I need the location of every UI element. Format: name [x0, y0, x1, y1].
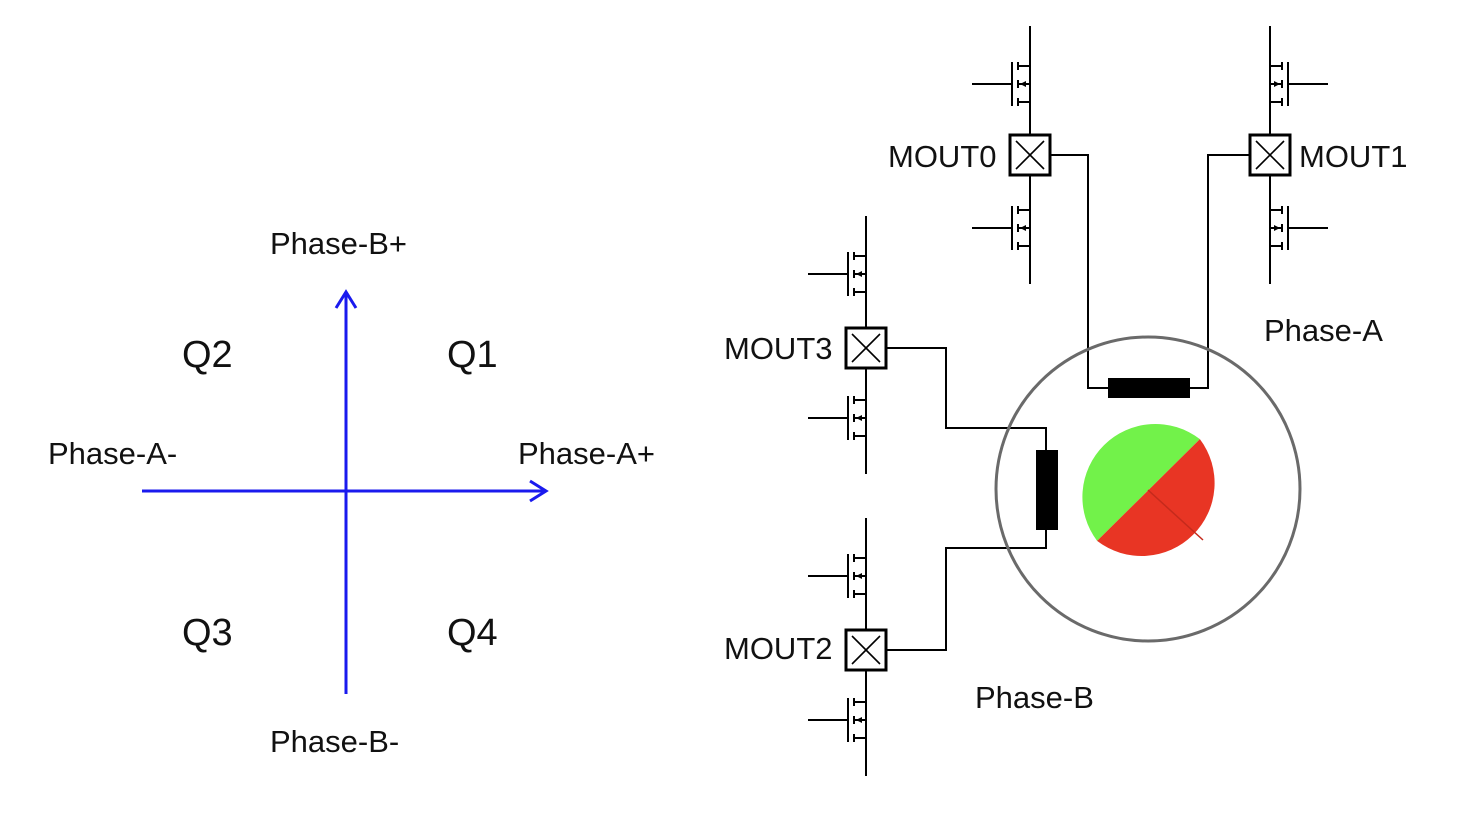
output-label-mout2: MOUT2 — [724, 631, 833, 666]
mout1-leg — [1248, 26, 1328, 284]
mout0-pad — [1008, 133, 1052, 177]
axis-label-b-plus: Phase-B+ — [270, 226, 407, 261]
rotor-north-pole — [1082, 423, 1200, 541]
quadrant-label-q4: Q4 — [447, 612, 498, 654]
mout3-high-side-transistor — [807, 217, 867, 331]
mout2-pad — [844, 628, 888, 672]
phase-a-coil — [1108, 378, 1190, 398]
mout3-leg — [807, 216, 888, 475]
output-label-mout0: MOUT0 — [888, 139, 997, 174]
mout2-high-side-transistor — [807, 519, 867, 633]
motor-housing — [994, 335, 1302, 643]
mout1-high-side-transistor — [1270, 28, 1328, 140]
phase-a-plus-arrowhead — [529, 479, 549, 503]
mout2-leg — [807, 518, 888, 777]
phase-label-b: Phase-B — [975, 680, 1094, 715]
wire-mout1-to-phase-a — [1188, 154, 1250, 389]
quadrant-label-q3: Q3 — [182, 612, 233, 654]
axis-label-a-plus: Phase-A+ — [518, 436, 655, 471]
phase-label-a: Phase-A — [1264, 313, 1383, 348]
quadrant-label-q2: Q2 — [182, 334, 233, 376]
mout1-pad — [1248, 133, 1292, 177]
wire-mout3-to-phase-b — [886, 347, 1047, 452]
wire-mout0-to-phase-a — [1050, 154, 1110, 389]
mout0-high-side-transistor — [971, 27, 1031, 141]
phase-b-coil — [1036, 450, 1058, 530]
axis-label-b-minus: Phase-B- — [270, 724, 399, 759]
quadrant-label-q1: Q1 — [447, 334, 498, 376]
output-label-mout1: MOUT1 — [1299, 139, 1408, 174]
motor-bridge-diagram: MOUT0 MOUT1 MOUT3 MOUT2 Phase-A Phase-B — [724, 26, 1408, 777]
output-label-mout3: MOUT3 — [724, 331, 833, 366]
mout0-leg — [971, 26, 1052, 285]
rotor-divider — [1147, 489, 1204, 541]
mout0-low-side-transistor — [971, 171, 1031, 285]
phase-b-plus-arrowhead — [334, 289, 358, 309]
mout3-pad — [844, 326, 888, 370]
rotor — [1082, 423, 1215, 557]
quadrant-diagram: Phase-B+ Phase-B- Phase-A- Phase-A+ Q2 Q… — [48, 226, 655, 759]
mout1-low-side-transistor — [1270, 172, 1328, 284]
axis-label-a-minus: Phase-A- — [48, 436, 177, 471]
wire-mout2-to-phase-b — [886, 528, 1047, 651]
mout3-low-side-transistor — [807, 361, 867, 475]
mout2-low-side-transistor — [807, 663, 867, 777]
